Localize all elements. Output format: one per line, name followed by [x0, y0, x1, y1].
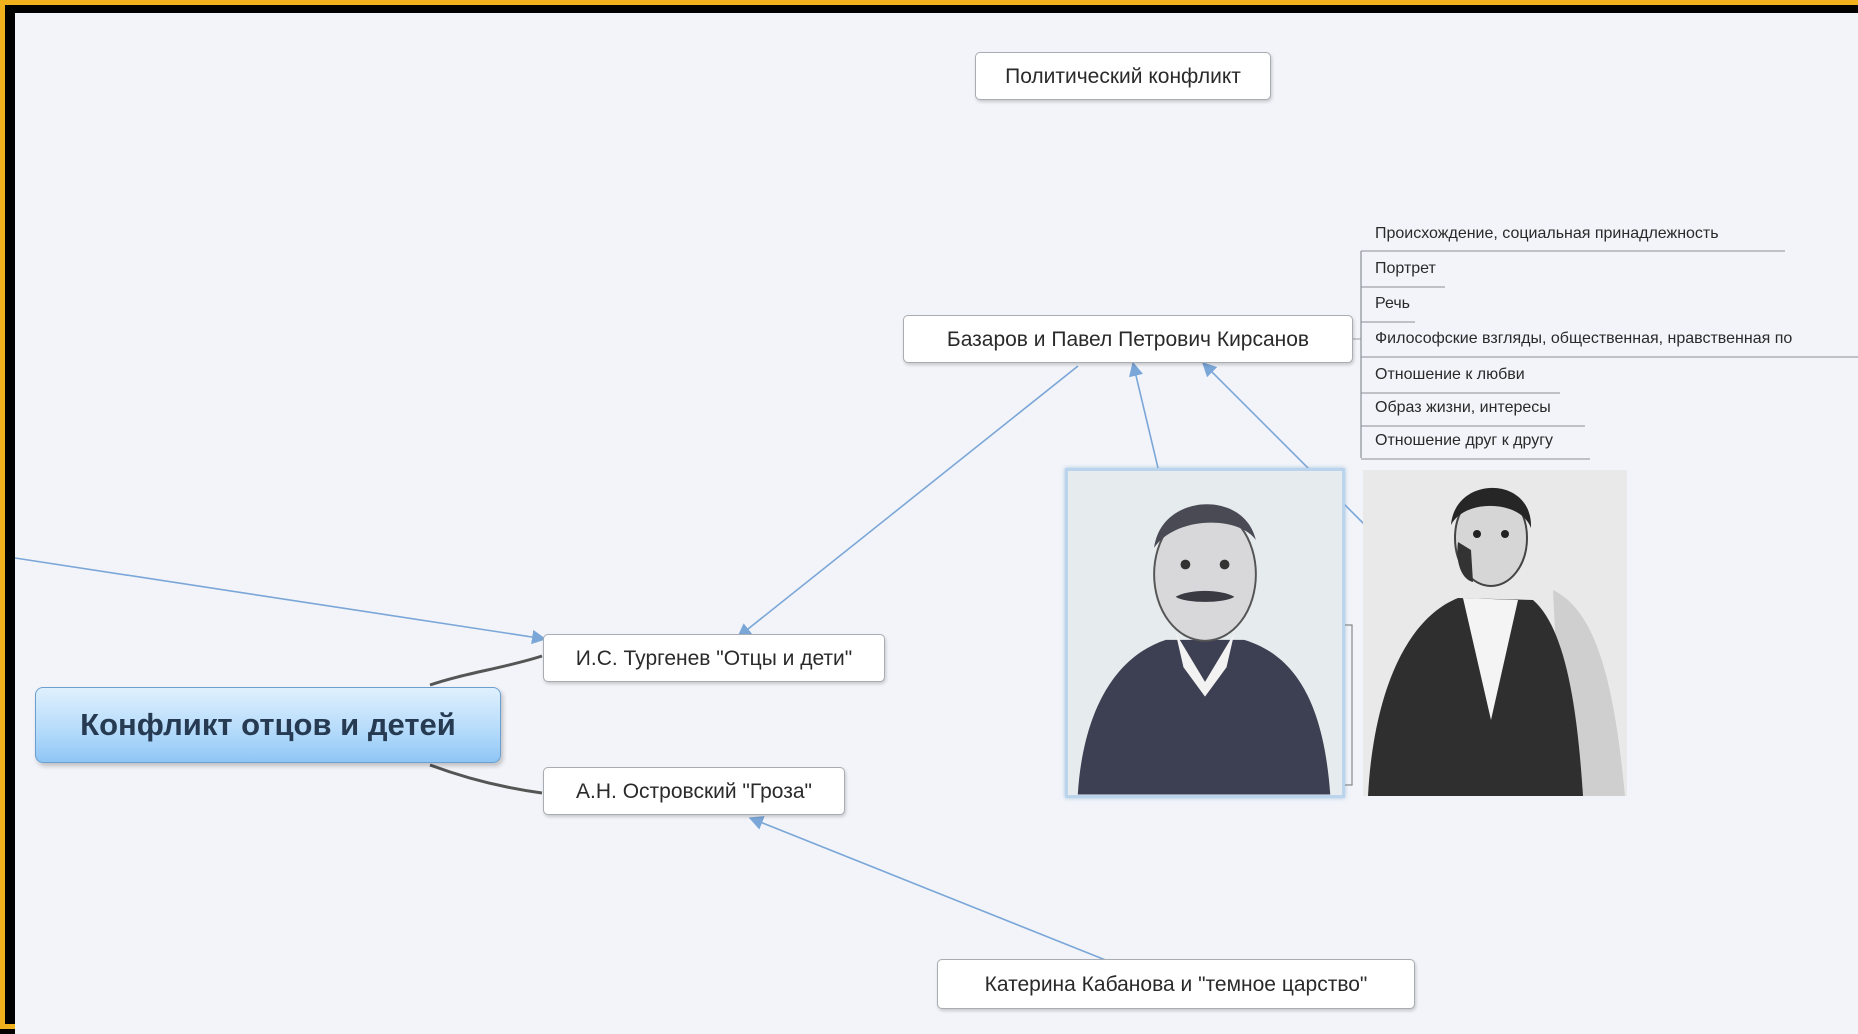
- arrow-katerina-to-ostrovsky: [748, 816, 1109, 962]
- branch-line-ostrovsky: [429, 763, 543, 795]
- topic-katerina[interactable]: Катерина Кабанова и "темное царство": [937, 959, 1415, 1009]
- topic-label: Базаров и Павел Петрович Кирсанов: [946, 327, 1310, 351]
- subtopic-origin[interactable]: Происхождение, социальная принадлежность: [1375, 225, 1719, 242]
- arrow-portrait1-to-bazarov: [1128, 361, 1159, 469]
- branch-line-turgenev: [429, 654, 543, 687]
- topic-label: А.Н. Островский "Гроза": [576, 779, 812, 803]
- topic-turgenev[interactable]: И.С. Тургенев "Отцы и дети": [543, 634, 885, 682]
- portrait-drawing: [1068, 471, 1342, 795]
- subtopic-relationship[interactable]: Отношение друг к другу: [1375, 432, 1554, 449]
- arrow-left-to-turgenev: [15, 557, 547, 645]
- subtopic-philosophy[interactable]: Философские взгляды, общественная, нравс…: [1375, 330, 1793, 347]
- topic-label: Политический конфликт: [1005, 64, 1241, 88]
- portrait-drawing: [1363, 470, 1627, 796]
- topic-ostrovsky[interactable]: А.Н. Островский "Гроза": [543, 767, 845, 815]
- mind-map-canvas[interactable]: Политический конфликт Базаров и Павел Пе…: [15, 13, 1858, 1034]
- subtopic-portrait[interactable]: Портрет: [1375, 260, 1436, 277]
- topic-political-conflict[interactable]: Политический конфликт: [975, 52, 1271, 100]
- arrow-bazarov-to-turgenev: [736, 365, 1079, 638]
- central-topic-label: Конфликт отцов и детей: [80, 707, 456, 742]
- portrait-image-bazarov[interactable]: [1363, 470, 1627, 796]
- subtopic-speech[interactable]: Речь: [1375, 295, 1411, 312]
- topic-label: И.С. Тургенев "Отцы и дети": [575, 646, 853, 670]
- central-topic[interactable]: Конфликт отцов и детей: [35, 687, 501, 763]
- topic-label: Катерина Кабанова и "темное царство": [984, 972, 1368, 996]
- subtopic-love[interactable]: Отношение к любви: [1375, 366, 1525, 383]
- portrait-image-kirsanov[interactable]: [1065, 468, 1345, 798]
- topic-bazarov-kirsanov[interactable]: Базаров и Павел Петрович Кирсанов: [903, 315, 1353, 363]
- subtopic-lifestyle[interactable]: Образ жизни, интересы: [1375, 399, 1551, 416]
